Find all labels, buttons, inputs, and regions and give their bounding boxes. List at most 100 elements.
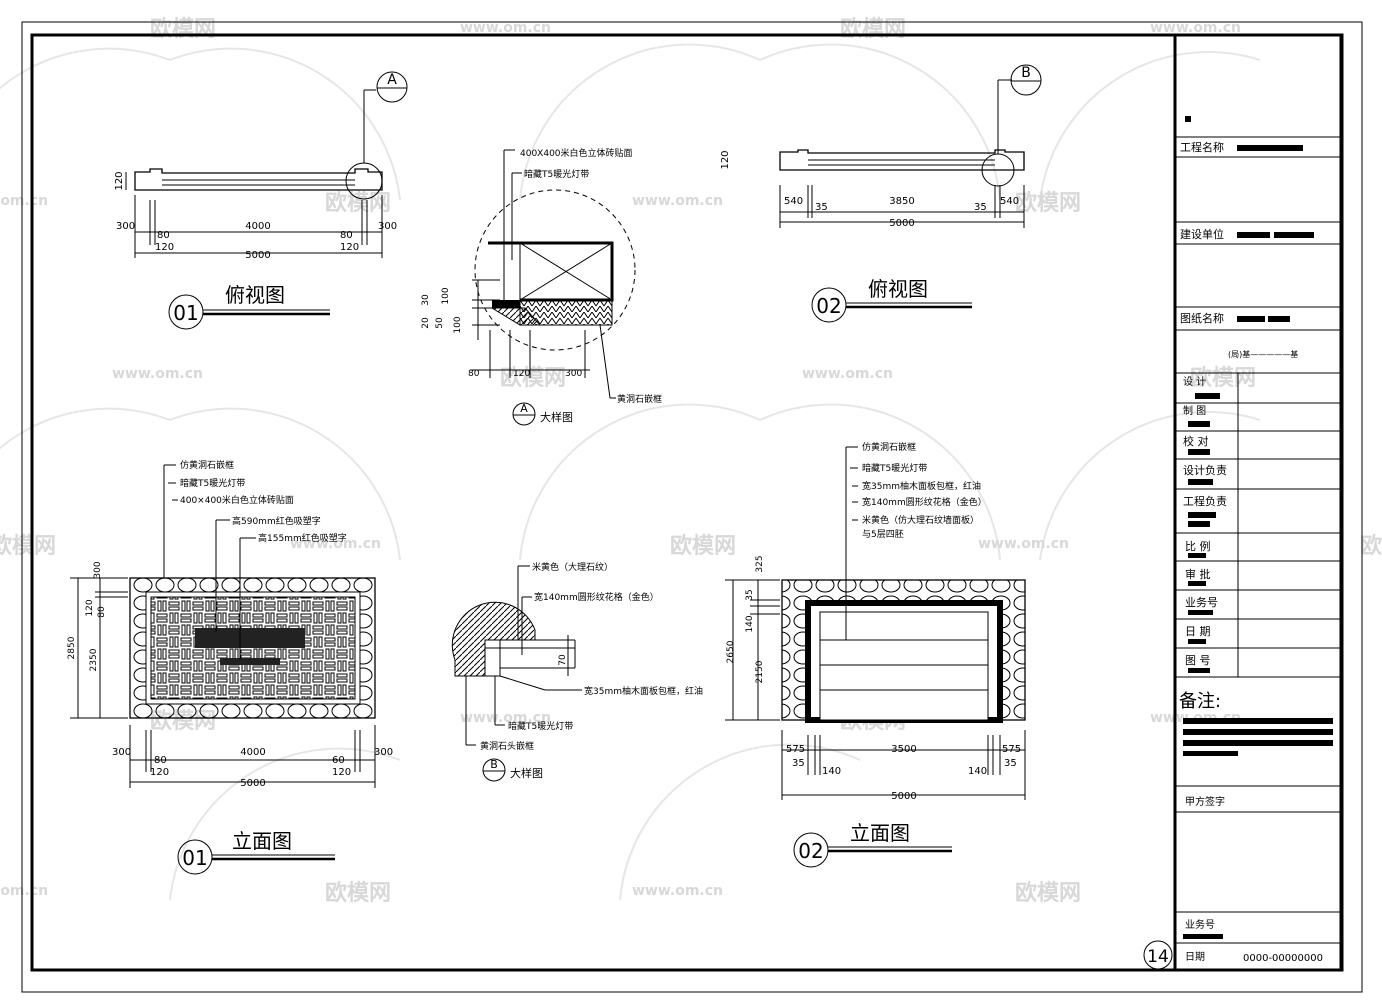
dim-v5: 100 bbox=[453, 316, 463, 333]
dim-v1: 30 bbox=[421, 294, 431, 306]
dim-mid: 3500 bbox=[891, 744, 916, 755]
watermark-url: www.om.cn bbox=[1150, 20, 1241, 36]
row-drawing-no: 图 号 bbox=[1185, 654, 1211, 667]
label-text-small: 高155mm红色吸塑字 bbox=[258, 532, 347, 544]
project-name-label: 工程名称 bbox=[1180, 140, 1224, 154]
dim-h2: 120 bbox=[513, 369, 530, 379]
label-frame: 仿黄洞石嵌框 bbox=[862, 441, 916, 453]
label-light: 暗藏T5暖光灯带 bbox=[524, 168, 589, 180]
dim-v1: 300 bbox=[93, 561, 103, 578]
dim-right-2: 120 bbox=[332, 767, 351, 778]
label-frame: 仿黄洞石嵌框 bbox=[180, 459, 234, 471]
watermark-brand: 欧模网 bbox=[1015, 190, 1081, 216]
watermark-brand: 欧模网 bbox=[1360, 533, 1382, 559]
view-title: 俯视图 bbox=[868, 277, 928, 301]
elevation-02: 仿黄洞石嵌框 暗藏T5暖光灯带 宽35mm柚木面板包框，红油 宽140mm圆形纹… bbox=[725, 441, 1026, 868]
dim-v3: 20 bbox=[421, 317, 431, 329]
watermark-url: www.om.cn bbox=[632, 883, 723, 899]
label-teak: 宽35mm柚木面板包框，红油 bbox=[862, 480, 981, 492]
detail-title: 大样图 bbox=[510, 766, 543, 780]
label-lattice: 宽140mm圆形纹花格（金色） bbox=[862, 496, 987, 508]
label-light: 暗藏T5暖光灯带 bbox=[862, 462, 927, 474]
dim-right-1: 60 bbox=[332, 755, 345, 766]
dim-left-1: 540 bbox=[784, 196, 803, 207]
dim-total: 5000 bbox=[240, 778, 265, 789]
watermark-url: www.om.cn bbox=[802, 366, 893, 382]
dim-left-2: 35 bbox=[792, 758, 805, 769]
dim-right-2: 120 bbox=[340, 242, 359, 253]
row-designer: 设 计 bbox=[1183, 375, 1206, 388]
label-text-large: 高590mm红色吸塑字 bbox=[232, 515, 321, 527]
dim-right-3: 140 bbox=[968, 766, 987, 777]
dim-mid: 4000 bbox=[245, 221, 270, 232]
outer-border bbox=[21, 21, 1363, 993]
inner-frame bbox=[30, 33, 1344, 972]
watermark-url: www.om.cn bbox=[112, 366, 203, 382]
dim-left-3: 140 bbox=[822, 766, 841, 777]
plan-view-02: B 120 540 35 3850 35 540 5000 02 俯视图 bbox=[720, 64, 1042, 323]
footer-job-no: 业务号 bbox=[1185, 918, 1215, 931]
watermark-url: www.om.cn bbox=[632, 193, 723, 209]
client-signature-label: 甲方签字 bbox=[1185, 795, 1225, 808]
dim-right-2: 35 bbox=[1004, 758, 1017, 769]
section-marker-a: A bbox=[387, 72, 397, 88]
watermark-url: www.om.cn bbox=[460, 710, 551, 726]
dim-right-1: 575 bbox=[1002, 744, 1021, 755]
dim-left-1: 575 bbox=[786, 744, 805, 755]
drawing-code: 0000-00000000 bbox=[1243, 953, 1323, 964]
dim-height: 120 bbox=[114, 171, 125, 190]
view-title: 立面图 bbox=[232, 829, 292, 853]
label-frame: 黄洞石头嵌框 bbox=[480, 740, 534, 752]
view-number: 01 bbox=[173, 301, 198, 325]
dim-h3: 300 bbox=[565, 369, 582, 379]
detail-b: 70 米黄色（大理石纹） 宽140mm圆形纹花格（金色） 宽35mm柚木面板包框… bbox=[451, 561, 703, 782]
watermark-brand: 欧模网 bbox=[500, 365, 566, 391]
dim-v4: 50 bbox=[435, 317, 445, 329]
label-light: 暗藏T5暖光灯带 bbox=[508, 720, 573, 732]
watermark-brand: 欧模网 bbox=[0, 533, 56, 559]
detail-title: 大样图 bbox=[540, 410, 573, 424]
dim-left-3: 120 bbox=[150, 767, 169, 778]
view-number: 02 bbox=[816, 294, 841, 318]
label-finish: 米黄色（大理石纹） bbox=[532, 561, 613, 573]
dim-h1: 80 bbox=[468, 369, 480, 379]
label-teak: 宽35mm柚木面板包框，红油 bbox=[584, 685, 703, 697]
dim-right-1: 540 bbox=[1000, 196, 1019, 207]
dim-left-2: 80 bbox=[154, 755, 167, 766]
plan-view-01: A 120 300 80 120 4000 80 120 300 5000 01… bbox=[114, 71, 408, 330]
section-marker-b: B bbox=[1021, 65, 1031, 81]
drawing-name-label: 图纸名称 bbox=[1180, 311, 1224, 325]
dim-v4: 2850 bbox=[67, 636, 77, 659]
revision-note: (局)基—————基 bbox=[1228, 349, 1298, 359]
watermark-brand: 欧模网 bbox=[1015, 880, 1081, 906]
row-design-lead: 设计负责 bbox=[1183, 463, 1227, 477]
footer-date: 日期 bbox=[1185, 951, 1205, 963]
dim-v4: 2650 bbox=[726, 640, 736, 663]
watermark-brand: 欧模网 bbox=[150, 16, 216, 42]
watermark-url: .om.cn bbox=[0, 193, 48, 209]
dim-total: 5000 bbox=[245, 250, 270, 261]
dim-v2: 35 bbox=[745, 589, 755, 600]
title-block: 工程名称 建设单位 图纸名称 (局)基—————基 设 计 制 图 校 对 设计… bbox=[1143, 35, 1341, 970]
row-date: 日 期 bbox=[1185, 625, 1211, 638]
dim-v3: 80 bbox=[97, 606, 107, 618]
dim-v5: 2150 bbox=[755, 660, 765, 683]
row-check: 校 对 bbox=[1183, 434, 1209, 448]
label-light: 暗藏T5暖光灯带 bbox=[180, 477, 245, 489]
dim-total: 5000 bbox=[889, 218, 914, 229]
watermarks: 欧模网 欧模网 欧模网 欧模网 欧模网 欧模网 欧模网 欧模网 欧模网 欧模网 … bbox=[0, 16, 1382, 906]
dim-v1: 325 bbox=[755, 555, 765, 572]
detail-a: 400X400米白色立体砖贴面 暗藏T5暖光灯带 黄洞石嵌框 30 100 20… bbox=[421, 147, 662, 426]
label-tile: 400×400米白色立体砖贴面 bbox=[180, 494, 294, 506]
dim-right-3: 300 bbox=[374, 747, 393, 758]
dim-v1: 70 bbox=[558, 654, 568, 666]
view-number: 01 bbox=[182, 846, 207, 870]
dim-left-1: 300 bbox=[116, 221, 135, 232]
view-title: 立面图 bbox=[850, 821, 910, 845]
watermark-brand: 欧模网 bbox=[670, 533, 736, 559]
watermark-url: .om.cn bbox=[0, 883, 48, 899]
dim-right-1: 80 bbox=[340, 230, 353, 241]
label-lattice: 宽140mm圆形纹花格（金色） bbox=[534, 591, 659, 603]
dim-mid: 3850 bbox=[889, 196, 914, 207]
